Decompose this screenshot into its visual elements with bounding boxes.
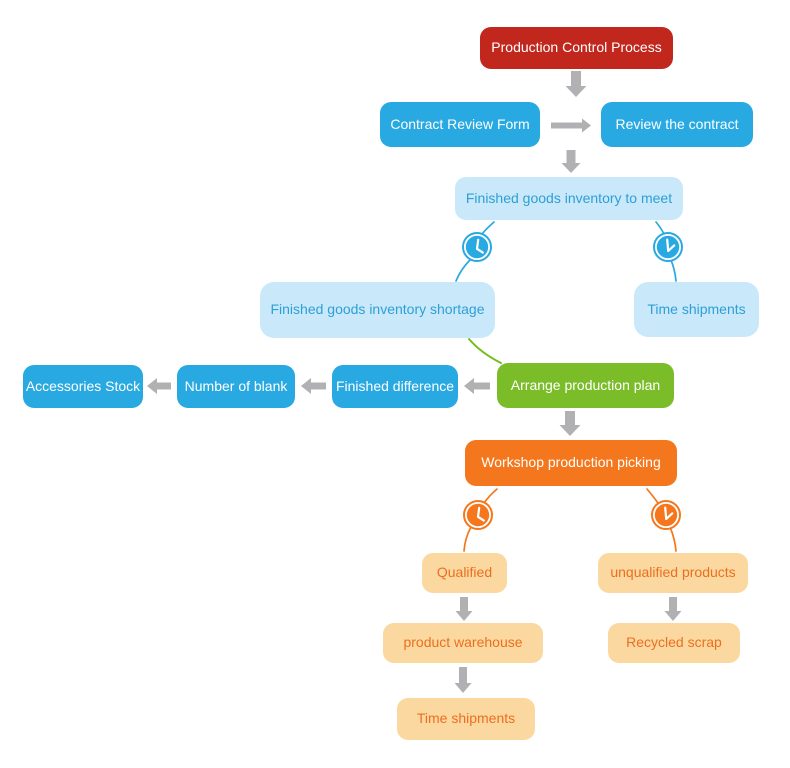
connector-line [669,526,677,552]
arrow-down-icon [454,667,472,693]
connector-line [455,259,471,282]
clock-icon [653,232,683,262]
connector-line-green [468,338,502,364]
node-qualified: Qualified [422,553,507,593]
connector-line [670,259,677,282]
arrow-down-icon [664,597,682,621]
clock-icon [651,500,681,530]
node-accessories-stock: Accessories Stock [23,365,143,408]
arrow-left-icon [301,378,326,394]
connector-line [646,488,659,504]
node-time-shipments-top: Time shipments [634,282,759,337]
clock-icon [462,232,492,262]
node-finished-difference: Finished difference [332,365,458,408]
connector-line [483,488,498,504]
node-unqualified-products: unqualified products [598,553,748,593]
arrow-left-icon [464,378,490,394]
node-review-the-contract: Review the contract [601,102,753,147]
arrow-right-icon [551,118,591,133]
connector-line [655,221,665,235]
arrow-down-icon [565,71,587,97]
node-recycled-scrap: Recycled scrap [608,623,740,663]
arrow-down-icon [455,597,473,621]
arrow-down-icon [559,411,581,436]
arrow-down-icon [561,150,581,173]
arrow-left-icon [147,378,171,394]
connector-line [481,221,495,235]
node-number-of-blank: Number of blank [177,365,295,408]
clock-icon [463,500,493,530]
node-time-shipments-bottom: Time shipments [397,698,535,740]
node-arrange-production-plan: Arrange production plan [497,363,674,408]
node-production-control-process: Production Control Process [480,27,673,69]
connector-line [463,526,472,552]
node-finished-goods-inventory-to-meet: Finished goods inventory to meet [455,177,683,220]
node-contract-review-form: Contract Review Form [380,102,540,147]
node-product-warehouse: product warehouse [383,623,543,663]
node-workshop-production-picking: Workshop production picking [465,440,677,486]
node-finished-goods-inventory-shortage: Finished goods inventory shortage [260,282,495,338]
